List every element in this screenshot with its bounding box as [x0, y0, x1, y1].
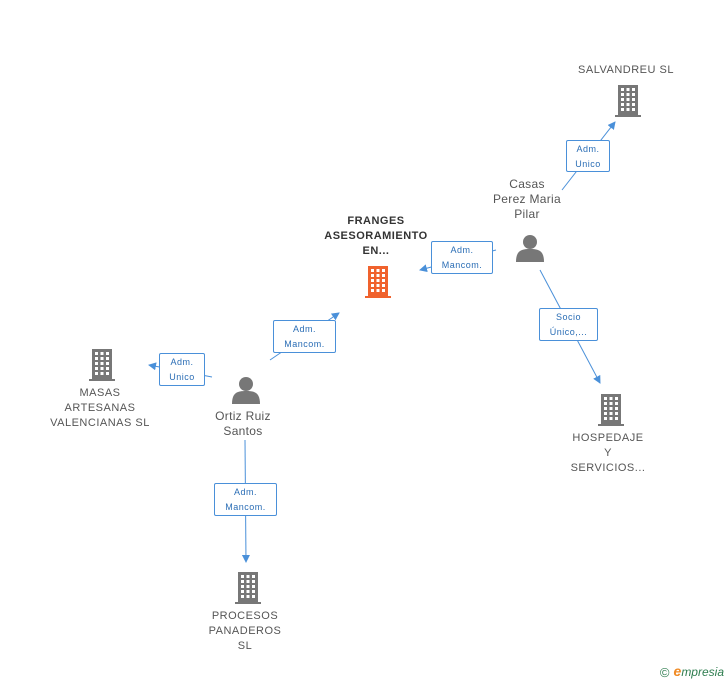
node-label-franges[interactable]: FRANGES ASESORAMIENTO EN... — [324, 214, 428, 257]
building-icon[interactable] — [615, 85, 641, 117]
person-icon[interactable] — [232, 377, 260, 404]
building-icon[interactable] — [89, 349, 115, 381]
edge-label-ortiz-procesos[interactable]: Adm. Mancom. — [214, 483, 277, 516]
person-icon[interactable] — [516, 235, 544, 262]
edge-label-casas-hospedaje[interactable]: Socio Único,... — [539, 308, 598, 341]
footer-brand[interactable]: © empresia — [660, 663, 724, 681]
building-icon[interactable] — [235, 572, 261, 604]
empresia-logo: empresia — [673, 663, 724, 679]
building-icon[interactable] — [598, 394, 624, 426]
building-icon[interactable] — [365, 266, 391, 298]
edge-label-ortiz-franges[interactable]: Adm. Mancom. — [273, 320, 336, 353]
node-label-procesos[interactable]: PROCESOS PANADEROS SL — [208, 609, 282, 652]
copyright-symbol: © — [659, 664, 670, 680]
node-label-masas[interactable]: MASAS ARTESANAS VALENCIANAS SL — [50, 386, 150, 429]
edge-label-ortiz-masas[interactable]: Adm. Unico — [159, 353, 205, 386]
node-label-casas[interactable]: Casas Perez Maria Pilar — [493, 176, 561, 221]
edge-label-casas-franges[interactable]: Adm. Mancom. — [431, 241, 493, 274]
node-label-salvandreu[interactable]: SALVANDREU SL — [578, 63, 674, 76]
node-label-hospedaje[interactable]: HOSPEDAJE Y SERVICIOS... — [570, 431, 646, 474]
edge-label-casas-salvandreu[interactable]: Adm. Unico — [566, 140, 610, 172]
node-label-ortiz[interactable]: Ortiz Ruiz Santos — [215, 409, 271, 438]
